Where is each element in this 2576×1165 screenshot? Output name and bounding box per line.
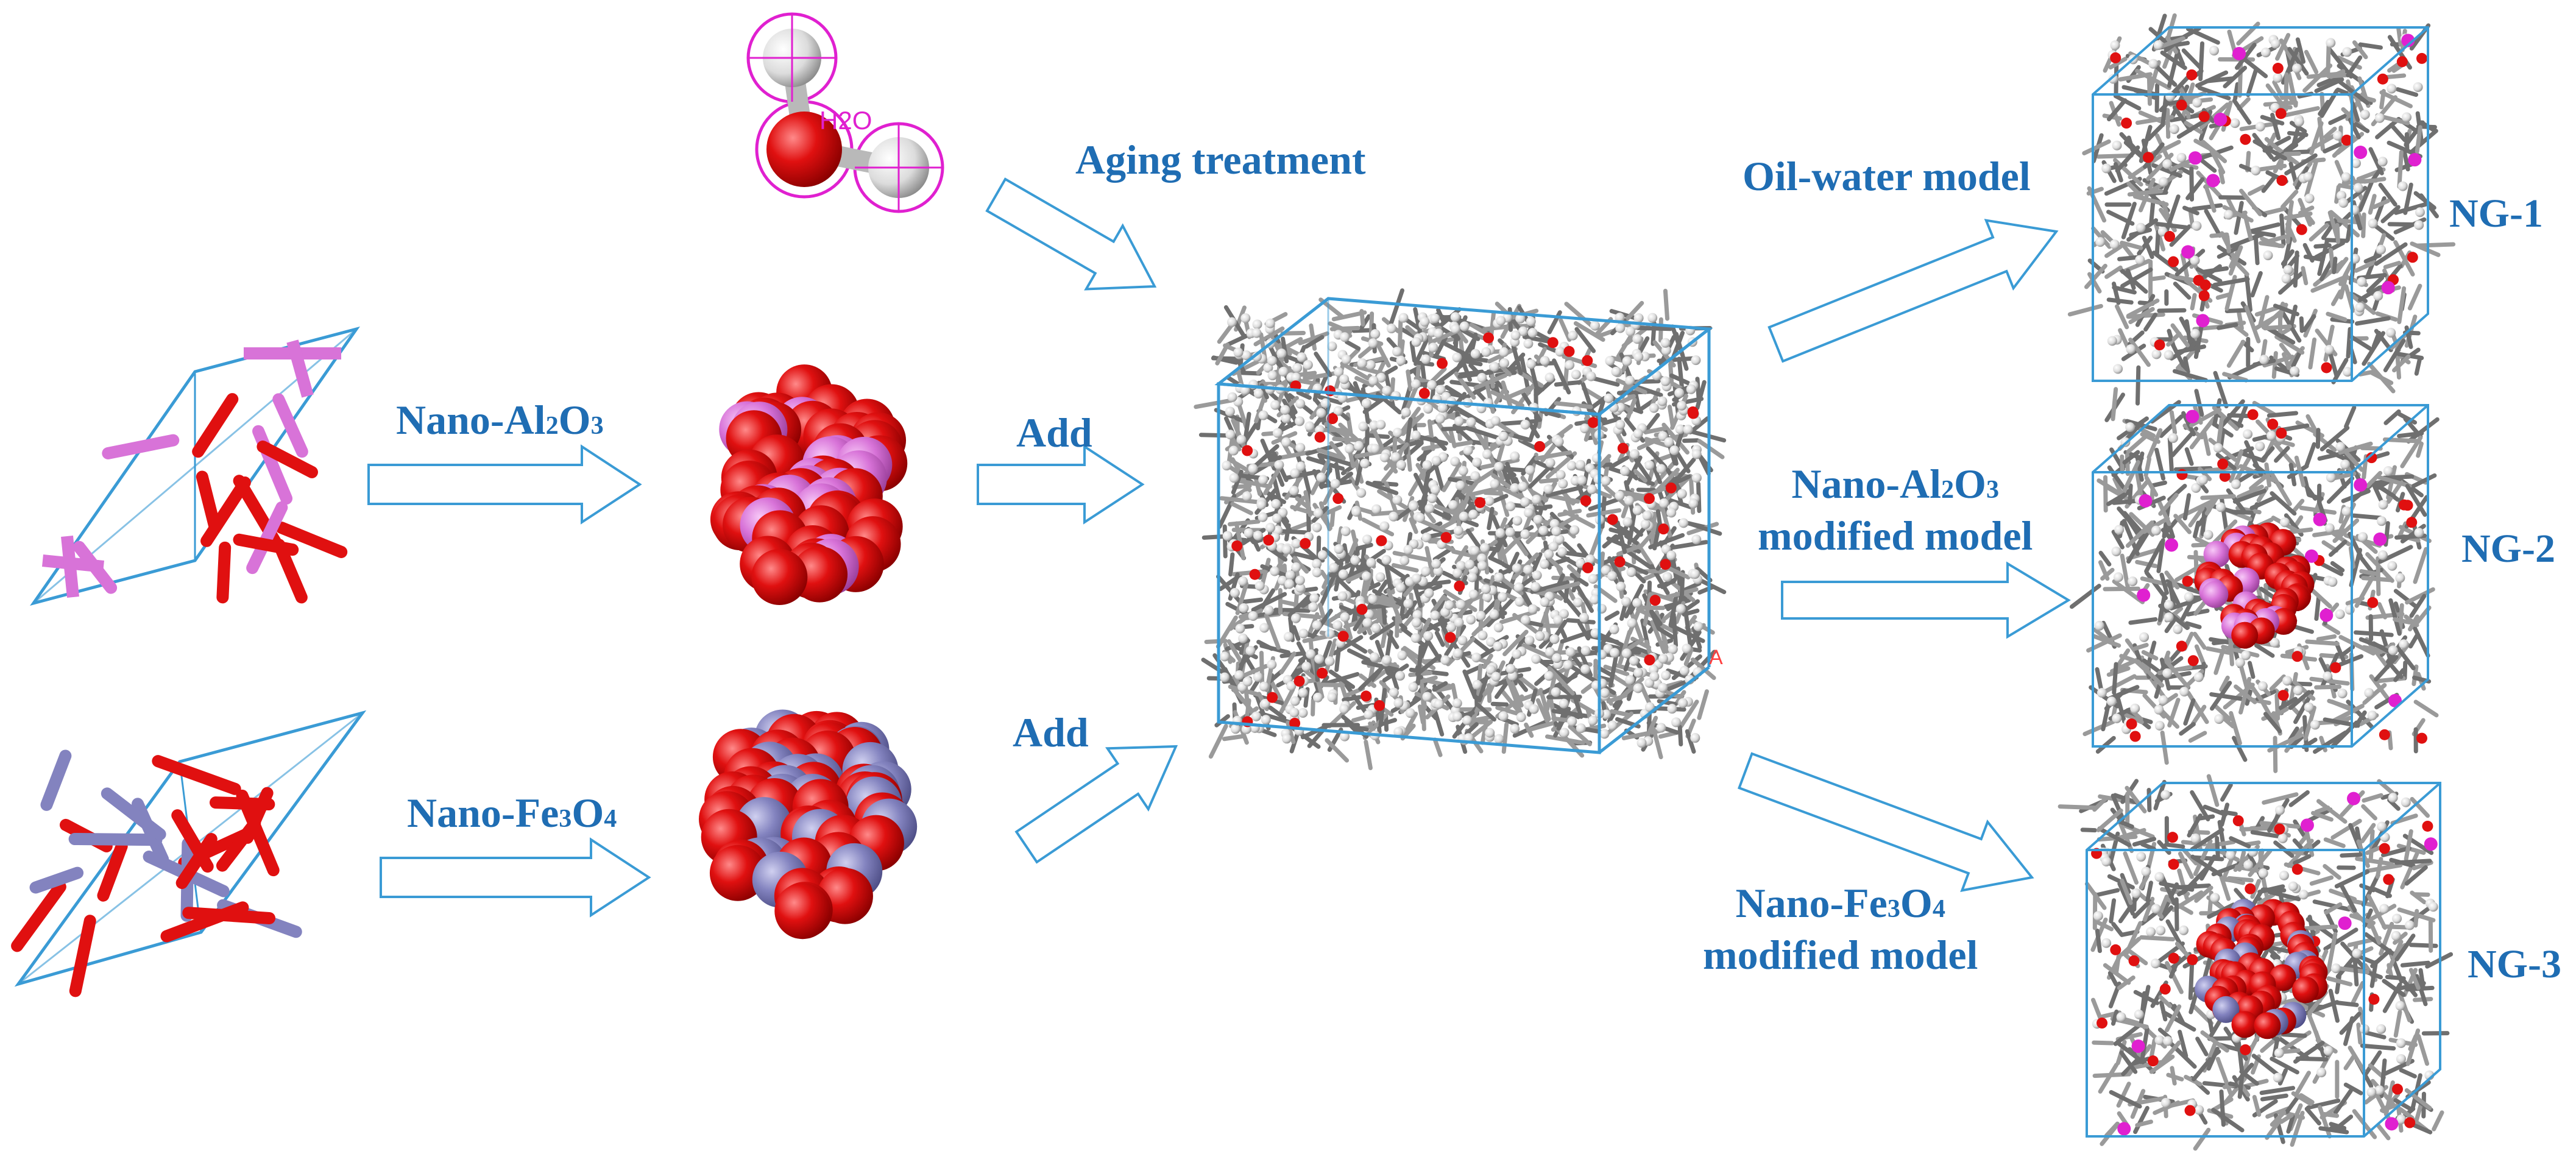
nano-fe3o4-modified-model-label: Nano-Fe3O4 modified model: [1703, 880, 1978, 978]
oil-water-model-label: Oil-water model: [1743, 153, 2031, 199]
nano-al2o3-label: Nano-Al2O3: [396, 397, 604, 443]
ng2-label: NG-2: [2461, 526, 2555, 571]
arrows-group: [367, 177, 2071, 918]
nano-al2o3-modified-model-label: Nano-Al2O3 modified model: [1758, 461, 2033, 559]
add-top-label: Add: [1016, 409, 1092, 456]
axis-a-label: A: [1709, 646, 1723, 669]
ng1-box-icon: [2067, 13, 2456, 409]
fe3o4-crystal-cell-icon: [11, 710, 367, 997]
fe3o4-nanocluster-icon: [698, 709, 918, 940]
aged-asphalt-box-icon: A: [1194, 288, 1727, 770]
ng3-label: NG-3: [2468, 942, 2561, 986]
hollow-arrow-icon: [985, 177, 1157, 291]
hollow-arrow-icon: [1781, 561, 2071, 639]
nano-fe3o4-label: Nano-Fe3O4: [407, 790, 617, 836]
ng2-box-icon: [2070, 387, 2440, 773]
hollow-arrow-icon: [1737, 752, 2034, 892]
hollow-arrow-icon: [1014, 745, 1178, 864]
hollow-arrow-icon: [367, 444, 642, 525]
water-tag-label: H2O: [819, 106, 872, 135]
ng3-box-icon: [2058, 774, 2454, 1151]
aging-treatment-label: Aging treatment: [1075, 136, 1366, 183]
hollow-arrow-icon: [1767, 219, 2059, 363]
hollow-arrow-icon: [977, 444, 1145, 525]
water-molecule-icon: H2O: [746, 12, 944, 213]
hollow-arrow-icon: [380, 837, 651, 918]
add-bottom-label: Add: [1013, 709, 1089, 756]
ng1-label: NG-1: [2449, 191, 2543, 236]
al2o3-crystal-cell-icon: [30, 326, 360, 606]
al2o3-nanocluster-icon: [710, 364, 908, 606]
